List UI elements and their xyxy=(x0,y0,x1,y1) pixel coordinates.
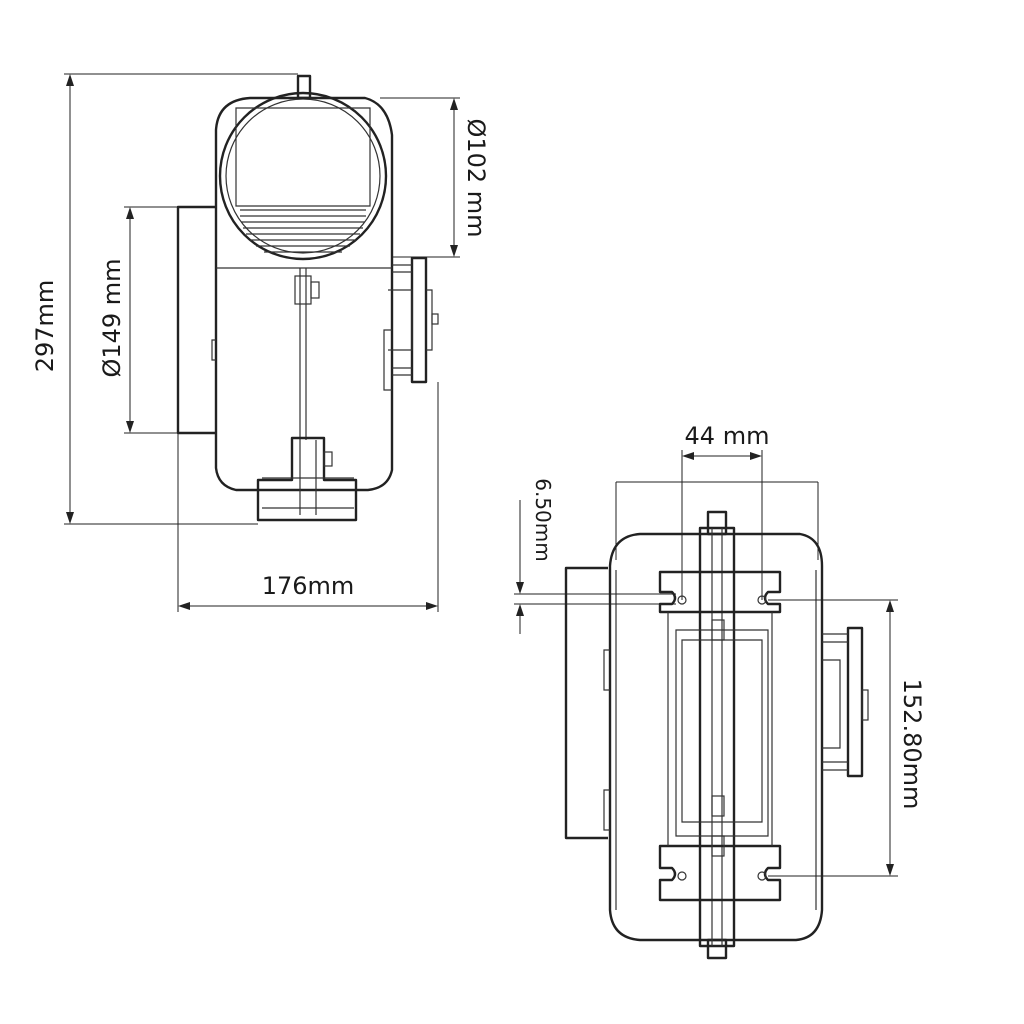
mounting-feet xyxy=(256,436,358,522)
center-clip-side xyxy=(310,281,320,299)
outlet-chamber xyxy=(235,107,371,207)
inlet-collar xyxy=(176,205,216,435)
center-rod xyxy=(299,268,307,440)
outlet-inner-ring xyxy=(225,98,381,254)
bottom-inlet-collar xyxy=(564,566,608,840)
bottom-bottom-nub xyxy=(706,938,728,960)
mount-spacing-label: 152.80mm xyxy=(898,679,926,810)
slot-spacing-dimension: 44 mm xyxy=(615,422,819,600)
height-label: 297mm xyxy=(31,280,59,373)
width-dimension: 176mm xyxy=(177,382,439,612)
screw-holes xyxy=(677,595,767,881)
side-rib-left xyxy=(211,339,216,361)
height-dimension: 297mm xyxy=(31,73,298,525)
mount-spacing-dimension: 152.80mm xyxy=(768,599,926,877)
outlet-diameter-label: Ø102 mm xyxy=(462,118,490,237)
impeller-vanes xyxy=(240,209,366,253)
side-rib-right xyxy=(383,329,392,391)
center-rail xyxy=(698,526,736,948)
outlet-dimension: Ø102 mm xyxy=(380,97,490,258)
top-nub xyxy=(296,74,312,100)
bottom-view: 44 mm 6.50mm 152.80mm xyxy=(514,422,926,960)
inlet-dimension: Ø149 mm xyxy=(98,206,178,434)
bottom-housing-edge xyxy=(615,570,817,910)
slot-spacing-label: 44 mm xyxy=(685,422,770,450)
width-label: 176mm xyxy=(262,572,355,600)
inlet-diameter-label: Ø149 mm xyxy=(98,258,126,377)
housing-body xyxy=(214,96,394,492)
bottom-housing xyxy=(608,532,824,942)
front-view: 297mm Ø149 mm Ø102 mm 176mm xyxy=(31,73,490,612)
slot-offset-dimension: 6.50mm xyxy=(514,478,676,634)
bottom-side-bracket xyxy=(822,626,869,778)
bottom-top-nub xyxy=(706,510,728,536)
center-clip xyxy=(294,275,312,305)
outlet-ring xyxy=(218,91,388,261)
side-bracket xyxy=(388,256,439,384)
slot-offset-label: 6.50mm xyxy=(531,478,555,562)
